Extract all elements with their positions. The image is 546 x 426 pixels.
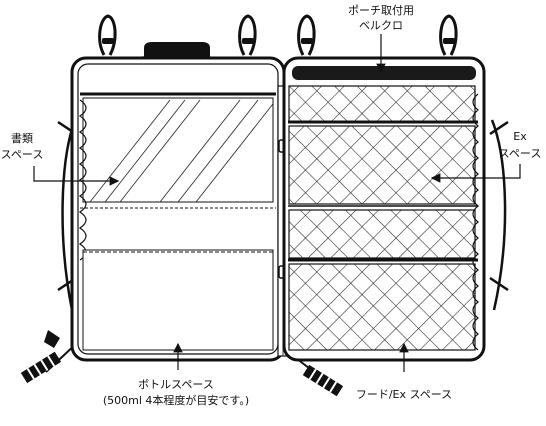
- strap-buckles: [102, 38, 455, 44]
- label-pouch-velcro-line2: ベルクロ: [359, 19, 403, 32]
- top-strap-loops: [98, 14, 458, 56]
- label-bottle-line1: ボトルスペース: [138, 378, 214, 391]
- label-ex-line2: スペース: [499, 147, 542, 160]
- label-bottle-line2: (500ml 4本程度が目安です。): [103, 393, 249, 407]
- velcro-band: [292, 66, 476, 80]
- label-ex-line1: Ex: [513, 130, 527, 143]
- callout-pouch-velcro: ポーチ取付用 ベルクロ: [348, 4, 414, 74]
- callout-bottle-space: ボトルスペース (500ml 4本程度が目安です。): [103, 342, 249, 407]
- bottom-strap-left: [20, 330, 79, 384]
- label-documents-line2: スペース: [1, 148, 44, 161]
- left-panel: [70, 56, 286, 362]
- label-documents-line1: 書類: [11, 131, 33, 145]
- callout-hood-ex-space: フード/Ex スペース: [356, 342, 452, 401]
- right-panel: [282, 56, 486, 362]
- label-hood-ex: フード/Ex スペース: [356, 388, 452, 401]
- label-pouch-velcro-line1: ポーチ取付用: [348, 4, 414, 17]
- callout-documents-space: 書類 スペース: [1, 131, 120, 186]
- callout-ex-space: Ex スペース: [430, 130, 542, 183]
